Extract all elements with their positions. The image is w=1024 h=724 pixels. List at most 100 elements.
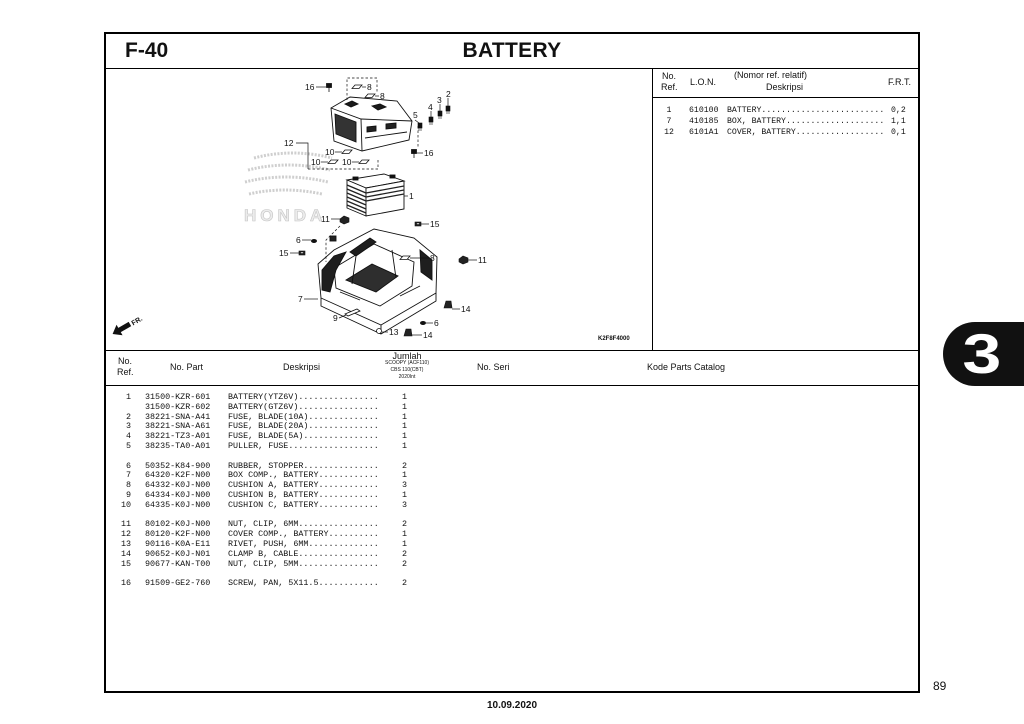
exploded-view-diagram: HONDA: [112, 77, 630, 342]
part-number: 38235-TA0-A01: [145, 440, 211, 451]
parts-header-qty: Jumlah: [392, 351, 422, 361]
diagram-lon-divider: [651, 68, 653, 350]
description-cell: SCREW, PAN, 5X11.5: [228, 579, 380, 589]
header-divider: [104, 67, 920, 69]
part-number: 64335-K0J-N00: [145, 499, 211, 510]
callout-label: 2: [446, 89, 451, 99]
quantity: 2: [402, 558, 408, 569]
description-text: COVER COMP., BATTERY: [228, 530, 329, 540]
parts-header-model-line1: SCOOPY (ACF110): [385, 360, 429, 366]
description-text: NUT, CLIP, 6MM: [228, 520, 299, 530]
clip-nut-icon: [339, 215, 469, 265]
description-text: COVER, BATTERY: [727, 128, 796, 137]
quantity: 1: [402, 489, 408, 500]
callout-label: 15: [430, 219, 440, 229]
front-label: FR.: [131, 316, 144, 328]
callout-label: 10: [311, 157, 321, 167]
dot-leader: [796, 127, 885, 138]
dot-leader: [288, 442, 380, 452]
part-number: 64320-K2F-N00: [145, 470, 211, 481]
description-cell: CLAMP B, CABLE: [228, 550, 380, 560]
ref-number: 9: [125, 489, 131, 500]
section-code: F-40: [125, 39, 169, 62]
quantity: 1: [402, 538, 408, 549]
dot-leader: [298, 550, 380, 560]
lon-header-divider: [652, 96, 920, 98]
quantity: 2: [402, 519, 408, 530]
fuse-icon: [417, 105, 451, 131]
quantity: 2: [402, 548, 408, 559]
dot-leader: [298, 393, 380, 403]
part-number: 50352-K84-900: [145, 460, 211, 471]
description-text: BATTERY(YTZ6V): [228, 393, 299, 402]
quantity: 2: [402, 460, 408, 471]
battery-box-part: [317, 228, 438, 335]
parts-header-desc: Deskripsi: [283, 362, 321, 372]
ref-number: 14: [120, 548, 131, 559]
description-cell: RUBBER, STOPPER: [228, 462, 380, 472]
push-rivet-icon: [376, 328, 382, 334]
part-number: 38221-SNA-A41: [145, 411, 211, 422]
dot-leader: [318, 471, 380, 481]
description-cell: FUSE, BLADE(20A): [228, 422, 380, 432]
part-number: 90652-K0J-N01: [145, 548, 211, 559]
ref-number: 15: [120, 558, 131, 569]
leader-lines: [290, 86, 477, 336]
description-text: CLAMP B, CABLE: [228, 549, 299, 559]
parts-header-ref-line1: No.: [118, 356, 133, 366]
description-cell: FUSE, BLADE(10A): [228, 413, 380, 423]
callout-label: 8: [430, 253, 435, 263]
parts-header-model-line3: 2020Int: [398, 374, 416, 380]
quantity: 2: [402, 578, 408, 589]
lon-code: 610100: [689, 106, 719, 115]
frt-value: 0,1: [891, 128, 906, 137]
cable-clamp-icon: [403, 300, 453, 337]
assembly-brackets: [296, 77, 419, 262]
part-number: 64334-K0J-N00: [145, 489, 211, 500]
description-text: FUSE, BLADE(5A): [228, 432, 304, 442]
section-tab[interactable]: 3: [943, 322, 1024, 386]
description-text: BATTERY: [727, 106, 762, 115]
description-text: CUSHION B, BATTERY: [228, 490, 319, 500]
ref-number: 2: [125, 411, 131, 422]
callout-label: 10: [342, 157, 352, 167]
callout-label: 4: [428, 102, 433, 112]
lon-code: 410185: [689, 117, 719, 126]
lon-header-ref-line2: Ref.: [661, 82, 678, 92]
description-text: RIVET, PUSH, 6MM: [228, 539, 309, 549]
description-text: FUSE, BLADE(20A): [228, 422, 309, 432]
quantity: 3: [402, 480, 408, 491]
description-cell: NUT, CLIP, 6MM: [228, 520, 380, 530]
dot-leader: [329, 530, 380, 540]
ref-number: 1: [125, 392, 131, 402]
part-number: 90116-K0A-E11: [145, 538, 211, 549]
description-text: CUSHION A, BATTERY: [228, 481, 319, 491]
quantity: 1: [402, 431, 408, 442]
honda-wing-watermark: [244, 151, 333, 196]
callout-label: 16: [424, 148, 434, 158]
description-cell: COVER COMP., BATTERY: [228, 530, 380, 540]
print-date: 10.09.2020: [486, 700, 538, 711]
ref-number: 11: [120, 519, 131, 530]
page-frame: [104, 32, 920, 693]
parts-header-top-divider: [104, 349, 920, 351]
part-number: 38221-TZ3-A01: [145, 431, 211, 442]
callout-label: 10: [325, 147, 335, 157]
parts-table-body: 131500-KZR-601BATTERY(YTZ6V)131500-KZR-6…: [112, 392, 422, 599]
callout-label: 6: [296, 235, 301, 245]
lon-header-desc-line2: Deskripsi: [766, 82, 804, 92]
section-tab-number: 3: [962, 322, 1002, 385]
lon-header-ref-line1: No.: [662, 71, 677, 81]
description-cell: CUSHION A, BATTERY: [228, 481, 380, 491]
frt-value: 0,2: [891, 106, 906, 115]
dot-leader: [298, 560, 380, 570]
